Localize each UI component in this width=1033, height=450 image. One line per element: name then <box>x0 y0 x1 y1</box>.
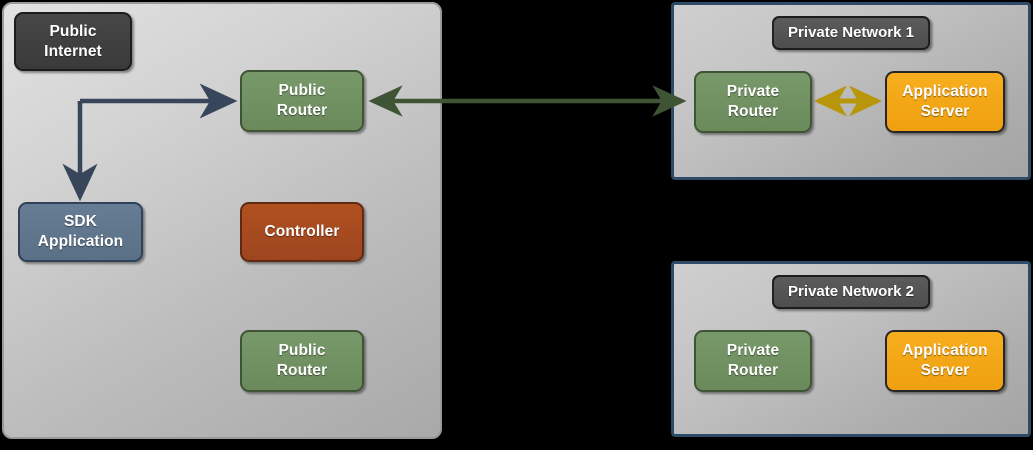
node-label-line1: Application <box>902 83 988 101</box>
node-public-router-bottom[interactable]: Public Router <box>240 330 364 392</box>
node-label-line2: Router <box>276 362 328 379</box>
node-public-internet[interactable]: Public Internet <box>14 12 132 71</box>
node-label-line2: Server <box>920 362 970 379</box>
node-application-server-1[interactable]: Application Server <box>885 71 1005 133</box>
node-public-internet-label: Public Internet <box>44 22 102 62</box>
node-private-router-1-label: Private Router <box>727 82 779 122</box>
node-application-server-1-label: Application Server <box>902 82 988 122</box>
private-network-1-badge: Private Network 1 <box>772 16 930 50</box>
node-public-router-top[interactable]: Public Router <box>240 70 364 132</box>
node-label-line2: Router <box>276 102 328 119</box>
node-label-line2: Application <box>37 233 124 250</box>
node-controller-label: Controller <box>264 223 340 241</box>
node-label-line1: Public <box>278 342 326 360</box>
private-network-2-badge: Private Network 2 <box>772 275 930 309</box>
node-application-server-2-label: Application Server <box>902 341 988 381</box>
node-sdk-application-label: SDK Application <box>38 212 124 252</box>
node-label-line1: Private <box>726 83 780 101</box>
node-label-line1: Private <box>726 342 780 360</box>
node-label-line1: Application <box>902 342 988 360</box>
node-label-line1: SDK <box>63 213 98 231</box>
node-label-line2: Router <box>727 103 779 120</box>
node-private-router-2[interactable]: Private Router <box>694 330 812 392</box>
node-sdk-application[interactable]: SDK Application <box>18 202 143 262</box>
node-public-router-bottom-label: Public Router <box>277 341 328 381</box>
node-public-router-top-label: Public Router <box>277 81 328 121</box>
node-application-server-2[interactable]: Application Server <box>885 330 1005 392</box>
node-private-router-2-label: Private Router <box>727 341 779 381</box>
node-controller[interactable]: Controller <box>240 202 364 262</box>
node-label-line1: Public <box>278 82 326 100</box>
node-label-line1: Public <box>49 22 97 40</box>
node-private-router-1[interactable]: Private Router <box>694 71 812 133</box>
node-label-line2: Internet <box>44 42 102 60</box>
private-network-1-panel: Private Network 1 Private Router Applica… <box>671 2 1031 180</box>
node-label-line2: Router <box>727 362 779 379</box>
node-label-line2: Server <box>920 103 970 120</box>
private-network-2-panel: Private Network 2 Private Router Applica… <box>671 261 1031 437</box>
